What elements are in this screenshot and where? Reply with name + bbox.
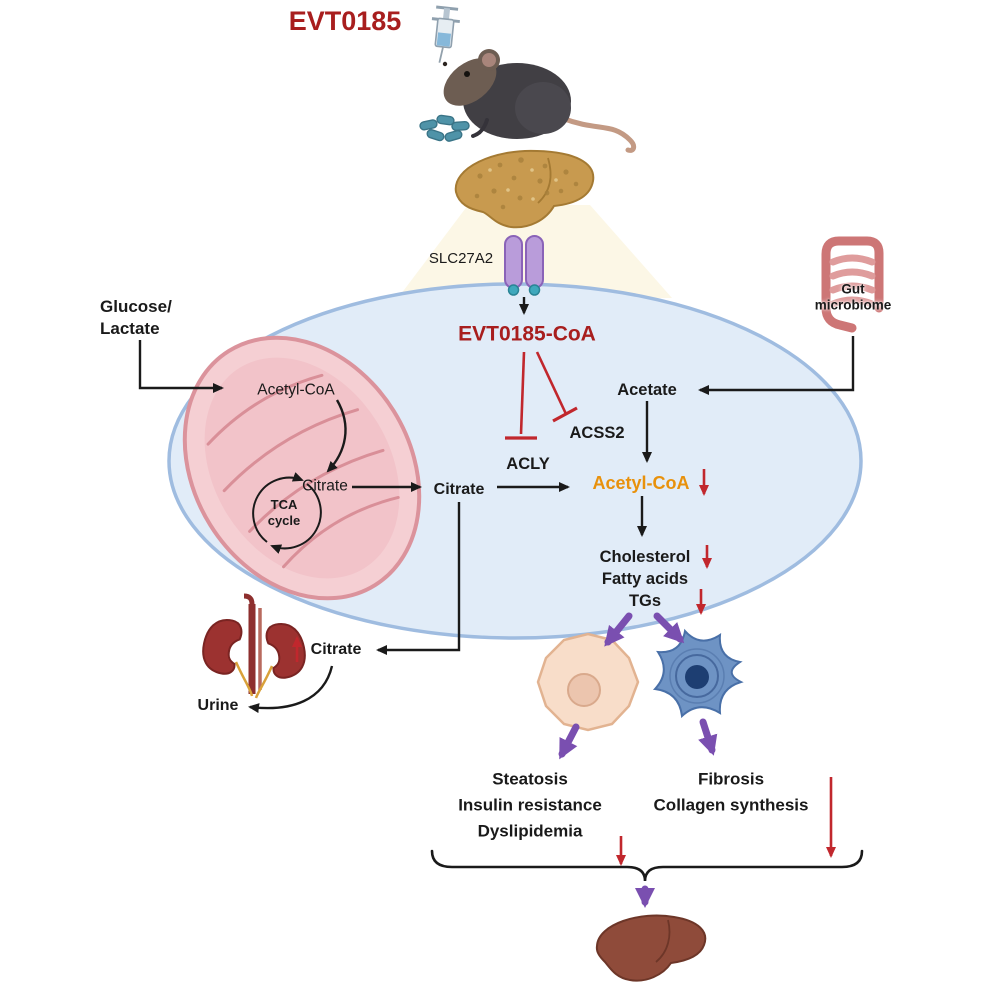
pills-icon <box>419 114 470 142</box>
label-slc27a2: SLC27A2 <box>428 249 494 267</box>
brace <box>430 849 864 882</box>
label-gut-line2: microbiome <box>814 297 892 313</box>
purple-arrow-to-stellate <box>653 612 685 644</box>
label-fatty-acids: Fatty acids <box>601 569 689 588</box>
inhibition-evtcoa-acly <box>505 351 537 440</box>
arrow-gut-to-acetate <box>698 336 855 395</box>
label-urine: Urine <box>197 697 239 715</box>
gut-icon <box>821 236 884 333</box>
label-glucose: Glucose/ <box>100 297 172 316</box>
label-kidney-citrate: Citrate <box>310 641 362 659</box>
purple-arrow-stellate-outcomes <box>698 718 718 756</box>
label-mito-citrate: Citrate <box>302 477 348 495</box>
label-tca-line2: cycle <box>267 512 301 528</box>
label-acly: ACLY <box>506 454 550 473</box>
label-acetate: Acetate <box>617 380 677 399</box>
label-acetyl-coa: Acetyl-CoA <box>592 473 690 494</box>
label-fibrosis: Fibrosis <box>697 769 765 789</box>
label-steatosis: Steatosis <box>492 769 568 789</box>
label-lactate: Lactate <box>100 319 160 338</box>
arrow-glucose-to-mito <box>138 340 224 393</box>
arrow-mito-acetylcoa-to-citrate <box>326 399 347 473</box>
label-tgs: TGs <box>628 591 662 610</box>
title-evt0185: EVT0185 <box>288 6 402 37</box>
purple-arrow-to-hepatocyte <box>604 612 633 647</box>
syringe-icon <box>431 5 460 63</box>
liver-icon <box>454 149 595 229</box>
inhibition-evtcoa-acss2 <box>535 351 578 423</box>
label-cytosol-citrate: Citrate <box>433 481 485 499</box>
purple-arrow-hepatocyte-outcomes <box>558 723 580 760</box>
mitochondria-icon <box>182 335 422 601</box>
label-dyslipidemia: Dyslipidemia <box>477 821 583 841</box>
label-insulin-resistance: Insulin resistance <box>458 795 602 815</box>
slc27a2-transporter-icon <box>504 235 544 296</box>
hepatocyte-icon <box>536 632 640 732</box>
label-mito-acetyl-coa: Acetyl-CoA <box>257 381 335 399</box>
label-tca-line1: TCA <box>270 496 298 512</box>
label-evt0185-coa: EVT0185-CoA <box>458 322 596 346</box>
tca-cycle-arrows <box>252 472 322 554</box>
arrow-citrate-to-kidney <box>376 502 461 655</box>
label-gut-line1: Gut <box>841 281 865 297</box>
stellate-cell-icon <box>652 628 744 719</box>
label-acss2: ACSS2 <box>569 423 625 442</box>
kidney-icon <box>202 593 306 699</box>
healthy-liver-icon <box>595 914 707 982</box>
mouse-icon <box>442 49 637 153</box>
label-cholesterol: Cholesterol <box>599 547 691 566</box>
arrow-citrate-to-urine <box>248 665 334 714</box>
label-collagen-synthesis: Collagen synthesis <box>653 795 809 815</box>
